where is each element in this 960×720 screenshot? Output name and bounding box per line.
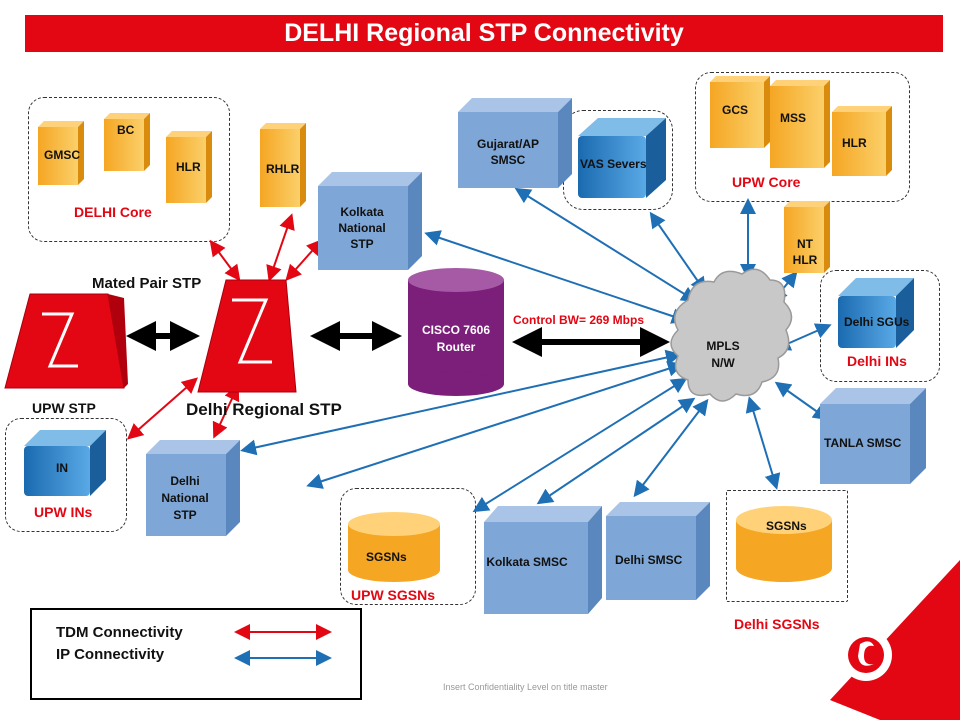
upw-stp-shape — [4, 293, 128, 389]
upw-sgsns-label: UPW SGSNs — [351, 587, 436, 603]
bc-label: BC — [117, 123, 135, 137]
nt-hlr-label: NT HLR — [792, 237, 818, 267]
footer-text: Insert Confidentiality Level on title ma… — [443, 682, 608, 692]
delhi-sgsns-group — [726, 490, 848, 602]
mpls-cloud — [670, 268, 793, 402]
delhi-core-label: DELHI Core — [74, 204, 152, 220]
rhlr-box — [260, 123, 306, 207]
delhi-national-stp-label: Delhi National STP — [161, 474, 209, 522]
control-bw-label: Control BW= 269 Mbps — [513, 313, 645, 327]
delhi-sgsns-label: Delhi SGSNs — [734, 616, 820, 632]
mss-box — [770, 80, 830, 168]
rhlr-label: RHLR — [266, 162, 300, 176]
hlr-delhi-box — [166, 131, 212, 203]
gcs-label: GCS — [722, 103, 749, 117]
delhi-regional-stp-label: Delhi Regional STP — [186, 400, 342, 419]
sgsns-upw-cylinder — [348, 512, 440, 582]
sgsns-upw-label: SGSNs — [366, 550, 407, 564]
tanla-smsc-label: TANLA SMSC — [824, 436, 902, 450]
hlr-upw-label: HLR — [842, 136, 867, 150]
tanla-smsc-box — [820, 388, 926, 484]
legend-arrows — [234, 624, 332, 666]
sgsns-delhi-label: SGSNs — [766, 519, 807, 533]
delhi-smsc-label: Delhi SMSC — [615, 553, 683, 567]
delhi-smsc-box — [606, 502, 710, 600]
upw-core-label: UPW Core — [732, 174, 801, 190]
hlr-delhi-label: HLR — [176, 160, 201, 174]
stp-links — [126, 321, 670, 357]
cisco-label: CISCO 7606 Router — [421, 323, 491, 354]
cisco-router-cylinder — [408, 268, 504, 396]
tdm-links — [126, 213, 323, 440]
delhi-national-stp-box — [146, 440, 240, 536]
delhi-regional-stp-shape — [197, 279, 297, 393]
in-cube — [24, 430, 106, 496]
hlr-upw-box — [832, 106, 892, 176]
legend-ip-label: IP Connectivity — [56, 646, 165, 663]
legend-tdm-label: TDM Connectivity — [56, 624, 183, 641]
kolkata-stp-box — [318, 172, 422, 270]
gujarat-smsc-label: Gujarat/AP SMSC — [476, 137, 539, 167]
page-title: DELHI Regional STP Connectivity — [25, 15, 943, 52]
legend: TDM Connectivity IP Connectivity — [30, 608, 362, 700]
kolkata-smsc-label: Kolkata SMSC — [486, 555, 568, 569]
vas-cube — [578, 118, 666, 198]
upw-ins-label: UPW INs — [34, 504, 93, 520]
delhi-sgus-cube — [838, 278, 914, 348]
delhi-ins-label: Delhi INs — [847, 353, 907, 369]
kolkata-stp-label: Kolkata National STP — [338, 205, 386, 251]
gmsc-box — [38, 121, 84, 185]
delhi-core-group — [28, 97, 230, 242]
mpls-label: MPLS N/W — [706, 339, 740, 370]
ip-links — [240, 187, 832, 513]
upw-ins-group — [5, 418, 127, 532]
bc-box — [104, 113, 150, 171]
kolkata-smsc-box — [484, 506, 602, 614]
gmsc-label: GMSC — [44, 148, 80, 162]
nt-hlr-box — [784, 201, 830, 273]
mss-label: MSS — [780, 111, 807, 125]
gcs-box — [710, 76, 770, 148]
gujarat-smsc-box — [458, 98, 572, 188]
upw-stp-label: UPW STP — [32, 400, 96, 416]
in-label: IN — [56, 461, 68, 475]
delhi-sgus-label: Delhi SGUs — [844, 315, 910, 329]
sgsns-delhi-cylinder — [736, 506, 832, 582]
vas-label: VAS Severs — [580, 157, 647, 171]
mated-pair-label: Mated Pair STP — [92, 275, 202, 292]
